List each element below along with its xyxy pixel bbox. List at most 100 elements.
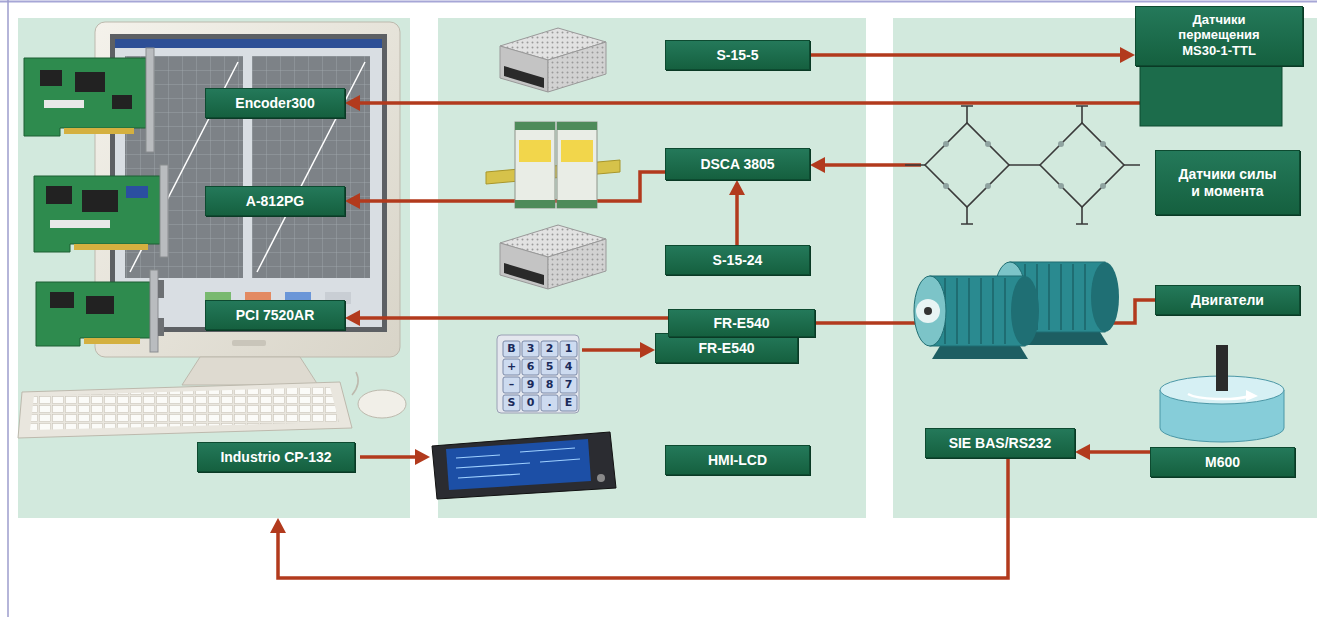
torque-sensor — [1188, 394, 1250, 399]
key-label: + — [503, 359, 520, 375]
keypad — [522, 395, 539, 411]
lcd-panel — [456, 448, 580, 478]
keypad-arrow — [582, 342, 655, 358]
motor — [932, 346, 1028, 359]
pci-card — [24, 48, 154, 152]
motor — [914, 276, 1039, 359]
pci-card — [46, 186, 72, 204]
box-label: FR-E540 — [713, 315, 769, 331]
bridge-sensors — [1100, 141, 1106, 147]
bridge-sensors — [905, 106, 1155, 224]
torque-sensor — [1160, 345, 1284, 442]
arrow-head — [270, 518, 286, 533]
monitor — [182, 357, 318, 385]
key-label: 8 — [541, 377, 558, 393]
monitor — [115, 39, 382, 48]
keypad — [497, 335, 579, 413]
key-label: 0 — [522, 395, 539, 411]
box-label: S-15-5 — [716, 47, 758, 63]
keypad — [541, 395, 558, 411]
pci-card — [158, 318, 164, 336]
monitor — [252, 56, 370, 278]
label-box: Industrio CP-132 — [197, 442, 355, 472]
power-supply — [548, 239, 606, 289]
pci-card — [75, 72, 105, 92]
box-label: MS30-1-TTL — [1182, 44, 1256, 59]
monitor — [252, 56, 370, 278]
key-label: S — [503, 395, 520, 411]
box-label: Датчики пермещения — [1164, 13, 1274, 43]
signal-conditioner-modules — [515, 122, 555, 208]
signal-conditioner-modules — [515, 200, 555, 208]
bridge-sensors — [985, 183, 991, 189]
pci-card — [64, 128, 134, 134]
keypad — [503, 341, 520, 357]
connector-arrow — [810, 47, 1135, 63]
bridge-sensors — [925, 123, 1009, 207]
keypad — [503, 395, 520, 411]
power-supply — [504, 66, 544, 88]
keyboard — [358, 390, 406, 418]
power-supply — [500, 28, 606, 92]
pci-card — [36, 282, 150, 346]
box-label: Двигатели — [1191, 292, 1264, 308]
arrow-head — [345, 310, 360, 326]
pci-card — [146, 48, 154, 152]
box-label: Encoder300 — [235, 95, 314, 111]
box-label: HMI-LCD — [708, 452, 767, 468]
keypad — [560, 377, 577, 393]
label-box: M600 — [1150, 447, 1295, 477]
pci-card — [36, 270, 164, 352]
keyboard — [18, 382, 352, 438]
signal-conditioner-modules — [557, 200, 597, 208]
keyboard — [18, 372, 406, 438]
arrow-head — [345, 95, 360, 111]
signal-conditioner-modules — [515, 122, 555, 130]
hmi-arrow — [415, 449, 430, 465]
box-label: FR-E540 — [698, 340, 754, 356]
key-label: B — [503, 341, 520, 357]
keypad — [541, 341, 558, 357]
label-box: PCI 7520AR — [205, 300, 345, 330]
keypad — [503, 359, 520, 375]
connector-arrow — [345, 66, 1170, 111]
keypad-arrow — [640, 342, 655, 358]
bridge-sensors — [1058, 141, 1064, 147]
motor — [1011, 276, 1039, 346]
signal-conditioner-modules — [519, 140, 551, 162]
label-box: HMI-LCD — [665, 445, 810, 475]
pci-card — [24, 58, 146, 136]
key-label: 4 — [560, 359, 577, 375]
keypad — [522, 341, 539, 357]
label-box: Датчики пермещенияMS30-1-TTL — [1135, 6, 1303, 66]
box-label: Industrio CP-132 — [220, 449, 331, 465]
pci-card — [126, 186, 148, 198]
bridge-sensors — [943, 141, 949, 147]
sensor-box-shadow — [1140, 40, 1282, 126]
monitor — [245, 292, 271, 304]
pci-card — [50, 292, 74, 308]
key-label: 5 — [541, 359, 558, 375]
signal-conditioner-modules — [486, 122, 620, 208]
power-supply — [548, 42, 606, 92]
box-label: M600 — [1205, 454, 1240, 470]
bridge-sensors — [961, 106, 1088, 224]
signal-conditioner-modules — [557, 122, 597, 208]
keyboard — [30, 387, 339, 430]
keypad — [541, 377, 558, 393]
label-box: Двигатели — [1155, 285, 1300, 315]
label-box: S-15-24 — [665, 245, 810, 275]
key-label: E — [560, 395, 577, 411]
pci-card — [34, 176, 160, 252]
box-label: S-15-24 — [713, 252, 763, 268]
box-label: PCI 7520AR — [236, 307, 315, 323]
keypad — [497, 335, 579, 413]
key-label: . — [541, 395, 558, 411]
arrow-head — [345, 193, 360, 209]
arrow-head — [1120, 47, 1135, 63]
motor — [1091, 262, 1119, 332]
pci-card — [40, 70, 62, 86]
bridge-sensors — [985, 141, 991, 147]
